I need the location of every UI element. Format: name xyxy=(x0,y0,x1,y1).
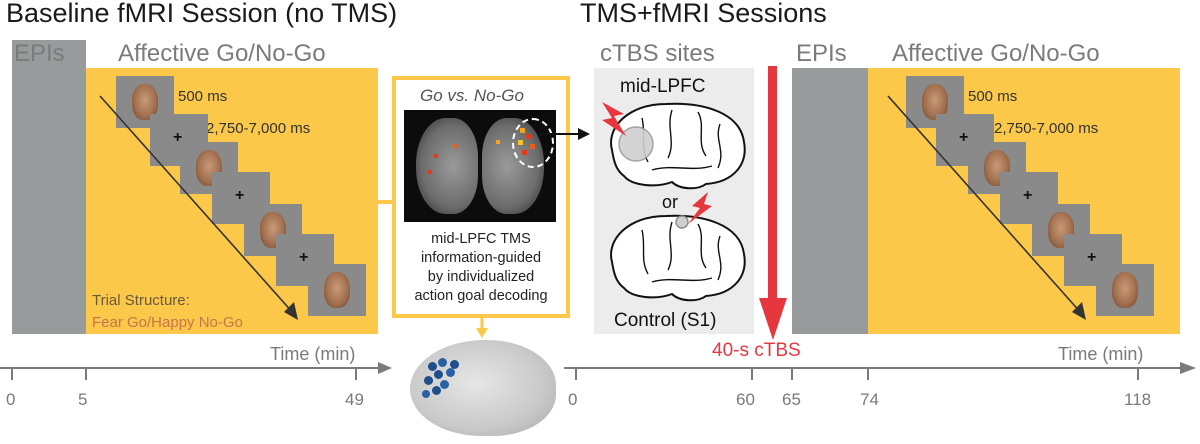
decode-to-sites-arrow xyxy=(538,128,590,140)
trial-frame xyxy=(308,264,366,316)
ctbs-duration: 40-s cTBS xyxy=(712,340,801,361)
tms-bolt-icon xyxy=(602,102,626,136)
trial-frame xyxy=(1096,264,1154,316)
trial-sequence-arrowhead xyxy=(1072,302,1086,320)
tick-label: 65 xyxy=(782,390,801,409)
tms-bolt-icon xyxy=(688,192,712,224)
tick-label: 118 xyxy=(1124,390,1152,409)
baseline-epis-block xyxy=(12,40,86,334)
site-control-label: Control (S1) xyxy=(614,310,717,331)
connector-line xyxy=(378,200,394,204)
trial-sequence-arrowhead xyxy=(284,302,298,320)
brain-slice xyxy=(404,110,556,222)
tms-epis-block xyxy=(792,68,868,334)
trial-structure-value: Fear Go/Happy No-Go xyxy=(92,314,243,331)
trial-sequence-arrow xyxy=(887,95,1083,315)
baseline-title: Baseline fMRI Session (no TMS) xyxy=(6,0,398,28)
down-arrow xyxy=(476,318,488,338)
decoding-line-3: by individualized xyxy=(427,269,535,285)
ctbs-red-arrow xyxy=(759,66,787,340)
tick-label: 0 xyxy=(568,390,578,409)
trial-structure-label: Trial Structure: xyxy=(92,292,190,309)
tick-label: 60 xyxy=(736,390,755,409)
tick-label: 5 xyxy=(78,390,88,409)
tick-label: 0 xyxy=(6,390,16,409)
tms-title: TMS+fMRI Sessions xyxy=(580,0,827,28)
tms-time-label: Time (min) xyxy=(1058,344,1144,364)
stim-duration: 500 ms xyxy=(968,88,1018,105)
trial-frame xyxy=(244,204,302,256)
tms-epis-label: EPIs xyxy=(796,40,847,67)
or-label: or xyxy=(662,192,679,212)
tms-task-label: Affective Go/No-Go xyxy=(892,40,1100,67)
trial-frame xyxy=(968,142,1026,194)
site-mid-lpfc-label: mid-LPFC xyxy=(620,76,706,97)
baseline-time-label: Time (min) xyxy=(270,344,356,364)
baseline-task-label: Affective Go/No-Go xyxy=(118,40,326,67)
decoding-line-4: action goal decoding xyxy=(414,288,548,304)
brain-outline-icon xyxy=(610,214,746,302)
baseline-epis-label: EPIs xyxy=(14,40,65,67)
tick-label: 74 xyxy=(860,390,879,409)
decoding-title: Go vs. No-Go xyxy=(420,86,524,105)
tick-label: 49 xyxy=(345,390,364,409)
baseline-timeline-head xyxy=(378,362,392,374)
tms-timeline-head xyxy=(1180,362,1196,374)
decoding-line-2: information-guided xyxy=(420,250,542,266)
trial-sequence-arrow xyxy=(99,95,295,315)
iti-duration: 2,750-7,000 ms xyxy=(994,120,1099,137)
decoding-line-1: mid-LPFC TMS xyxy=(431,231,531,247)
brain-3d-icon xyxy=(410,340,556,436)
brain-outline-icon xyxy=(610,102,746,190)
iti-duration: 2,750-7,000 ms xyxy=(206,120,311,137)
ctbs-sites-header: cTBS sites xyxy=(600,40,715,67)
stim-duration: 500 ms xyxy=(178,88,228,105)
